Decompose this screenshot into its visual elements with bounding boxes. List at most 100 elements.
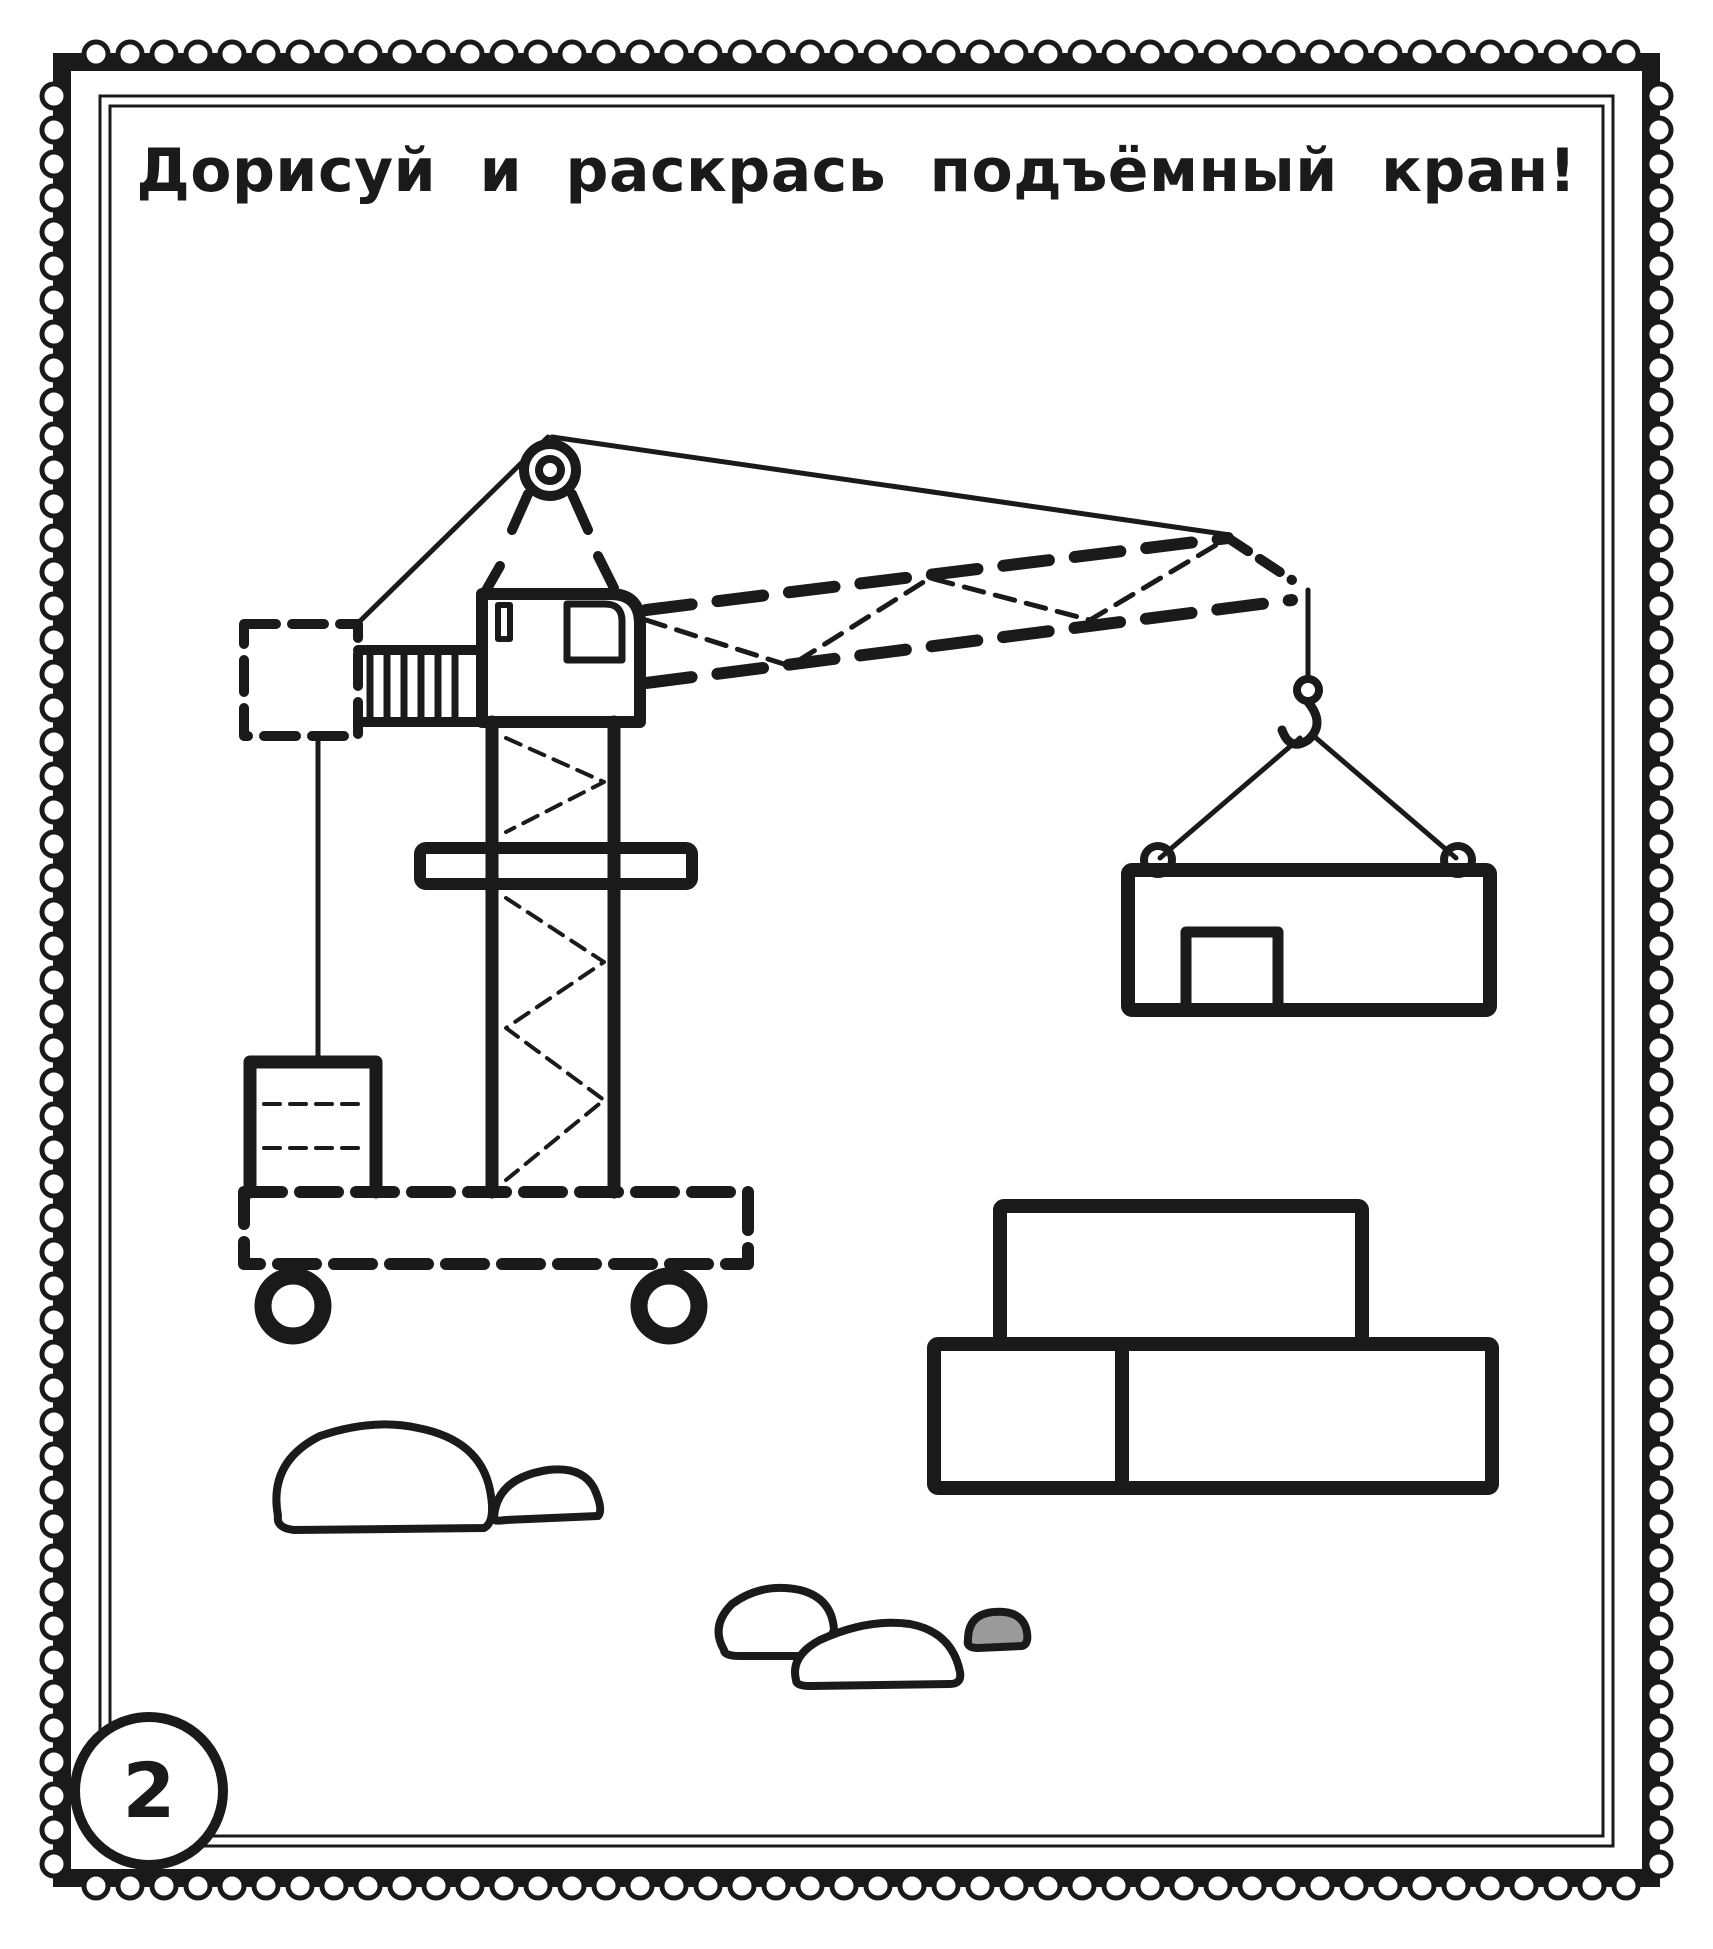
stamp-perforation — [557, 1871, 587, 1901]
stamp-perforation — [659, 39, 689, 69]
stamp-perforation — [1067, 1871, 1097, 1901]
stamp-perforation — [1644, 1475, 1674, 1505]
stamp-perforation — [39, 217, 69, 247]
stamp-perforation — [1644, 625, 1674, 655]
stamp-perforation — [39, 1135, 69, 1165]
stamp-perforation — [217, 39, 247, 69]
stamp-perforation — [1644, 217, 1674, 247]
stamp-perforation — [285, 39, 315, 69]
stamp-perforation — [39, 1407, 69, 1437]
stamp-perforation — [1644, 251, 1674, 281]
stamp-perforation — [39, 557, 69, 587]
stamp-perforation — [39, 1169, 69, 1199]
stamp-perforation — [39, 1271, 69, 1301]
crane-cabin — [476, 551, 646, 728]
stamp-perforation — [829, 1871, 859, 1901]
stamp-perforation — [455, 1871, 485, 1901]
stamp-perforation — [761, 1871, 791, 1901]
stamp-perforation — [523, 1871, 553, 1901]
stamp-perforation — [39, 1679, 69, 1709]
stamp-perforation — [1644, 1033, 1674, 1063]
stamp-perforation — [1543, 1871, 1573, 1901]
stamp-perforation — [1644, 489, 1674, 519]
stamp-perforation — [115, 39, 145, 69]
stamp-perforation — [39, 285, 69, 315]
crane-tower — [414, 715, 698, 1199]
stamp-perforation — [1644, 1781, 1674, 1811]
stamp-perforation — [1644, 1815, 1674, 1845]
stamp-perforation — [1644, 81, 1674, 111]
stamp-perforation — [1644, 999, 1674, 1029]
stamp-perforation — [1644, 1577, 1674, 1607]
stamp-perforation — [1373, 1871, 1403, 1901]
stamp-perforation — [557, 39, 587, 69]
stamp-perforation — [1644, 387, 1674, 417]
stamp-perforation — [1644, 1713, 1674, 1743]
stamp-perforation — [625, 39, 655, 69]
stamp-perforation — [761, 39, 791, 69]
stamp-perforation — [1644, 183, 1674, 213]
stamp-perforation — [795, 1871, 825, 1901]
stamp-perforation — [1577, 39, 1607, 69]
stamp-perforation — [829, 39, 859, 69]
stamp-perforation — [285, 1871, 315, 1901]
stamp-perforation — [1644, 149, 1674, 179]
stamp-perforation — [1644, 1407, 1674, 1437]
stamp-perforation — [1644, 1203, 1674, 1233]
stamp-perforation — [39, 1067, 69, 1097]
stamp-perforation — [1339, 1871, 1369, 1901]
stamp-perforation — [39, 999, 69, 1029]
stamp-perforation — [39, 353, 69, 383]
brick-stack — [927, 1199, 1499, 1495]
stamp-perforation — [1101, 39, 1131, 69]
stamp-perforation — [39, 523, 69, 553]
stamp-perforation — [319, 1871, 349, 1901]
stamp-perforation — [1644, 931, 1674, 961]
stamp-perforation — [1169, 39, 1199, 69]
stamp-perforation — [39, 1781, 69, 1811]
stamp-perforation — [1644, 1135, 1674, 1165]
crane-wheels — [254, 1267, 708, 1345]
stamp-perforation — [1644, 1101, 1674, 1131]
stamp-perforation — [1611, 1871, 1641, 1901]
stamp-perforation — [863, 1871, 893, 1901]
stamp-perforation — [1644, 1645, 1674, 1675]
crane-cables — [353, 434, 1233, 628]
stamp-perforation — [39, 1101, 69, 1131]
stamp-perforation — [39, 81, 69, 111]
stamp-perforation — [999, 39, 1029, 69]
stamp-perforation — [693, 39, 723, 69]
stamp-perforation — [81, 39, 111, 69]
stamp-perforation — [693, 1871, 723, 1901]
stamp-perforation — [1644, 693, 1674, 723]
stamp-perforation — [251, 39, 281, 69]
stamp-perforation — [795, 39, 825, 69]
crane-base-outline — [238, 1186, 754, 1270]
stamp-perforation — [353, 39, 383, 69]
stamp-perforation — [1644, 761, 1674, 791]
stamp-perforation — [387, 1871, 417, 1901]
pulley — [507, 439, 593, 535]
stamp-perforation — [1644, 1679, 1674, 1709]
stamp-perforation — [1644, 1067, 1674, 1097]
stamp-perforation — [39, 1475, 69, 1505]
stamp-perforation — [1644, 897, 1674, 927]
stamp-perforation — [39, 115, 69, 145]
stamp-perforation — [1644, 421, 1674, 451]
stamp-perforation — [1644, 1441, 1674, 1471]
stamp-perforation — [1644, 1339, 1674, 1369]
stamp-perforation — [39, 1339, 69, 1369]
stamp-perforation — [39, 1373, 69, 1403]
stamp-perforation — [1644, 829, 1674, 859]
stamp-perforation — [1644, 659, 1674, 689]
stamp-perforation — [39, 1237, 69, 1267]
stamp-perforation — [39, 1747, 69, 1777]
stamp-perforation — [1101, 1871, 1131, 1901]
stamp-perforation — [625, 1871, 655, 1901]
stamp-perforation — [251, 1871, 281, 1901]
stones-left — [272, 1420, 605, 1534]
stamp-perforation — [149, 39, 179, 69]
stamp-perforation — [1644, 1305, 1674, 1335]
stamp-perforation — [39, 1509, 69, 1539]
stamp-perforation — [1611, 39, 1641, 69]
